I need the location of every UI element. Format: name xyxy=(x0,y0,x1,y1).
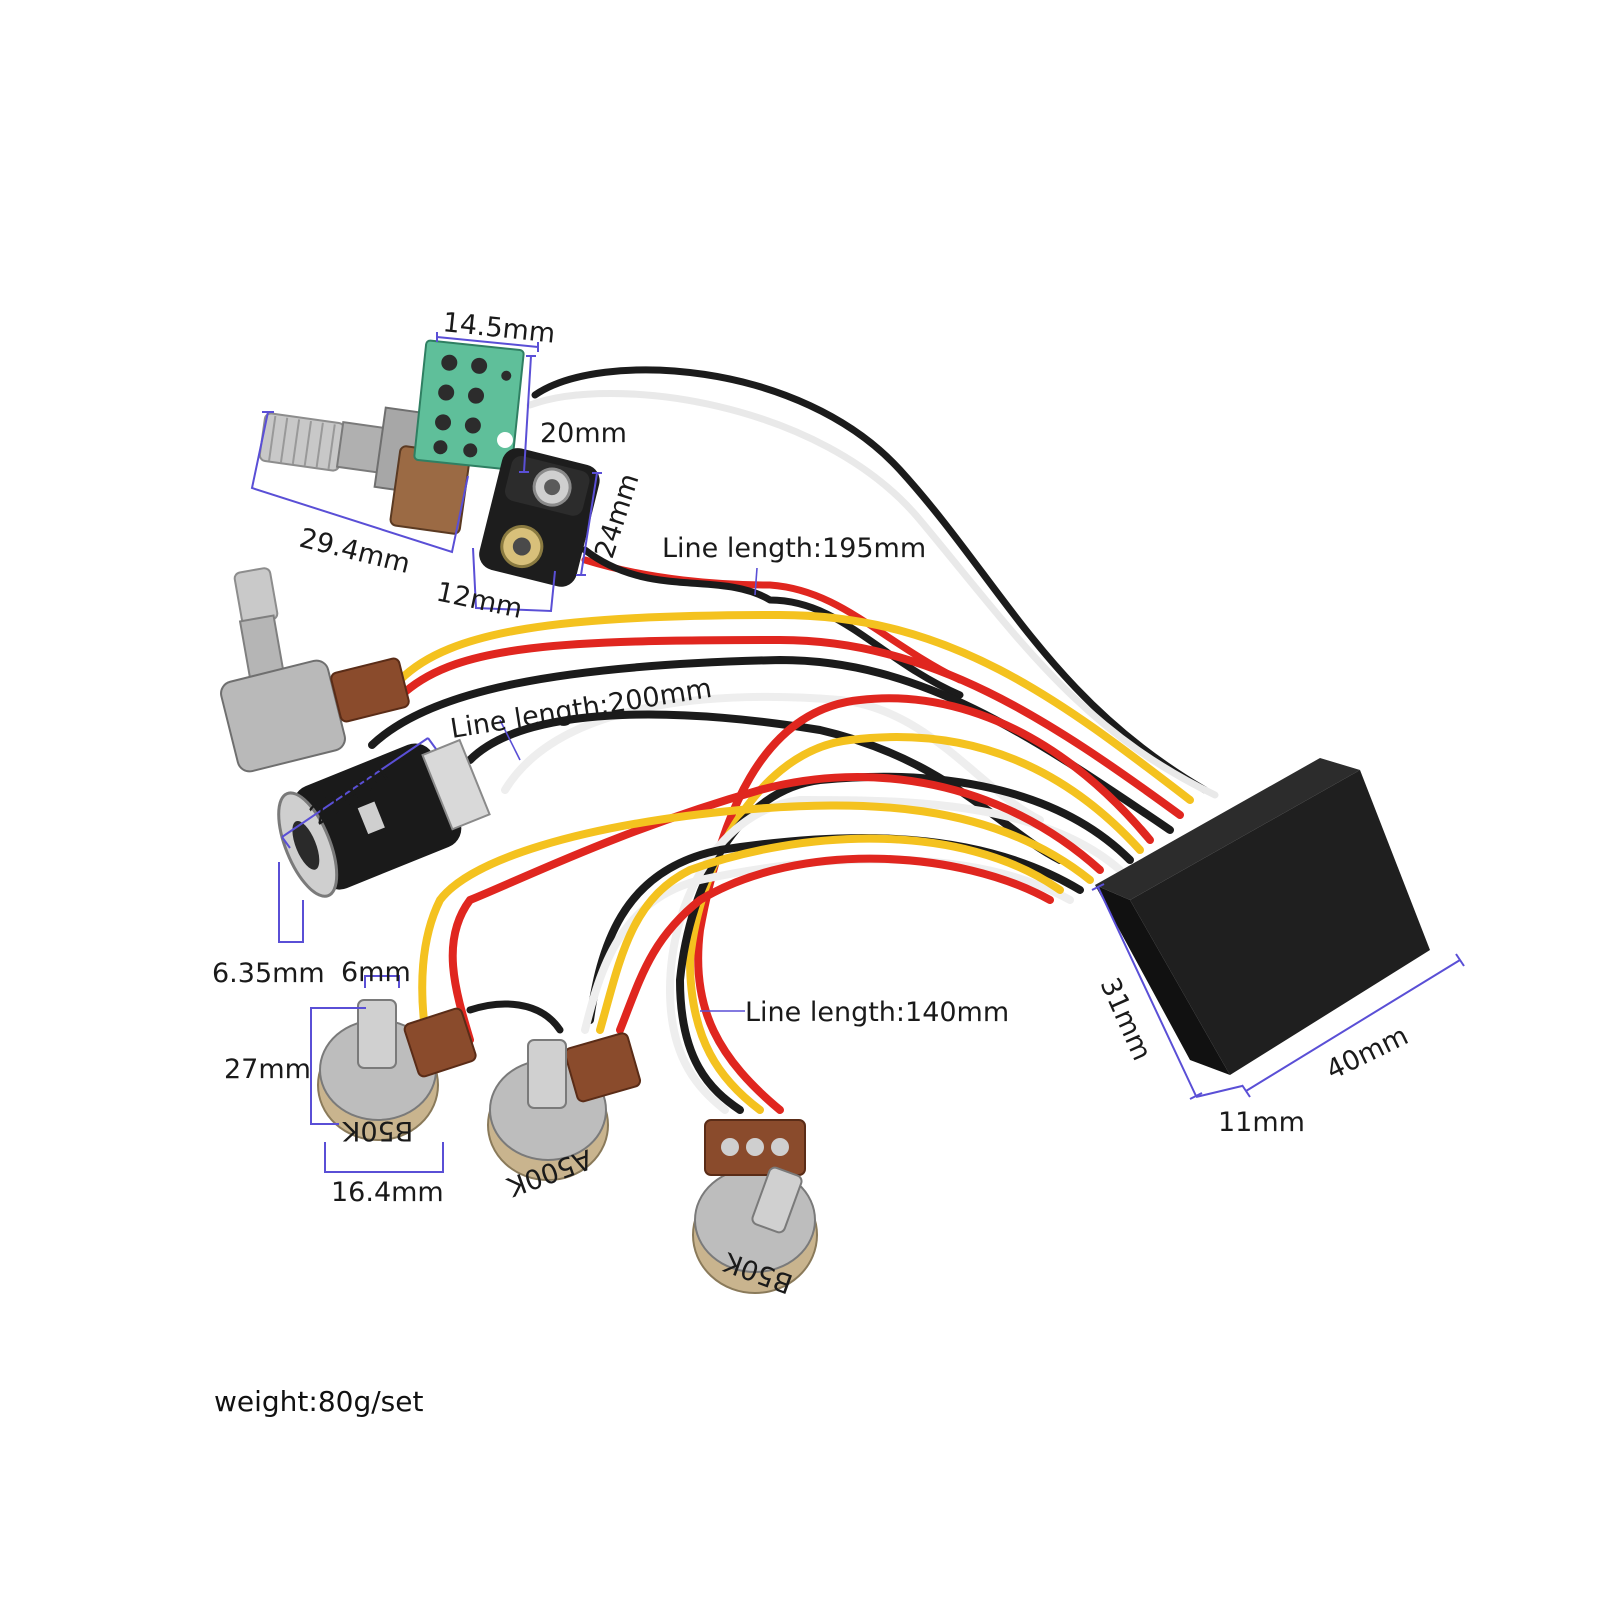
label-module-depth: 11mm xyxy=(1218,1107,1305,1138)
wire-harness xyxy=(368,366,1219,1114)
battery-clip xyxy=(479,448,600,587)
wire-white-jack xyxy=(501,692,1044,824)
label-module-height: 31mm xyxy=(1094,973,1158,1065)
wire-yellow-bundle-3 xyxy=(596,834,1064,1034)
wire-white-switch xyxy=(526,390,1219,799)
wire-yellow-pot1 xyxy=(396,611,1194,804)
wire-yellow-bundle-2 xyxy=(418,801,1094,1034)
label-pot-line: Line length:140mm xyxy=(745,997,1009,1028)
label-jack-line: Line length:200mm xyxy=(448,673,714,745)
label-battery-width: 12mm xyxy=(434,577,526,625)
preamp-module xyxy=(1095,758,1430,1075)
switch-pcb xyxy=(413,339,525,471)
push-pull-switch-pot xyxy=(258,339,525,535)
label-switch-height: 20mm xyxy=(540,418,627,449)
output-jack xyxy=(277,738,491,898)
wire-black-pot2-link xyxy=(466,1000,564,1034)
wire-red-bundle-1 xyxy=(694,694,1154,1114)
wire-red-bundle-3 xyxy=(616,854,1054,1034)
tone-pot-middle: A500K xyxy=(487,1032,642,1202)
tone-pot-left: B50K xyxy=(317,999,477,1146)
wire-red-pot1 xyxy=(401,636,1184,819)
pot-left-marking: B50K xyxy=(341,1115,413,1146)
label-switch-length: 29.4mm xyxy=(296,523,413,580)
wire-black-switch xyxy=(531,366,1209,794)
label-jack-diameter: 6.35mm xyxy=(212,958,325,989)
label-module-width: 40mm xyxy=(1321,1020,1413,1086)
label-battery-line: Line length:195mm xyxy=(662,533,926,564)
dimension-lines xyxy=(250,332,1465,1173)
tone-pot-right: B50K xyxy=(692,1119,818,1299)
weight-note: weight:80g/set xyxy=(214,1385,424,1418)
label-pot-diameter: 16.4mm xyxy=(331,1177,444,1208)
wire-red-bundle-2 xyxy=(448,773,1104,1044)
wire-white-bundle-2 xyxy=(581,855,1074,1034)
wire-black-bundle-1 xyxy=(676,772,1134,1114)
label-pot-height: 27mm xyxy=(224,1054,311,1085)
wire-white-bundle-1 xyxy=(666,796,1124,1114)
volume-pot-upper xyxy=(220,567,410,773)
label-pot-shaft: 6mm xyxy=(341,957,411,988)
